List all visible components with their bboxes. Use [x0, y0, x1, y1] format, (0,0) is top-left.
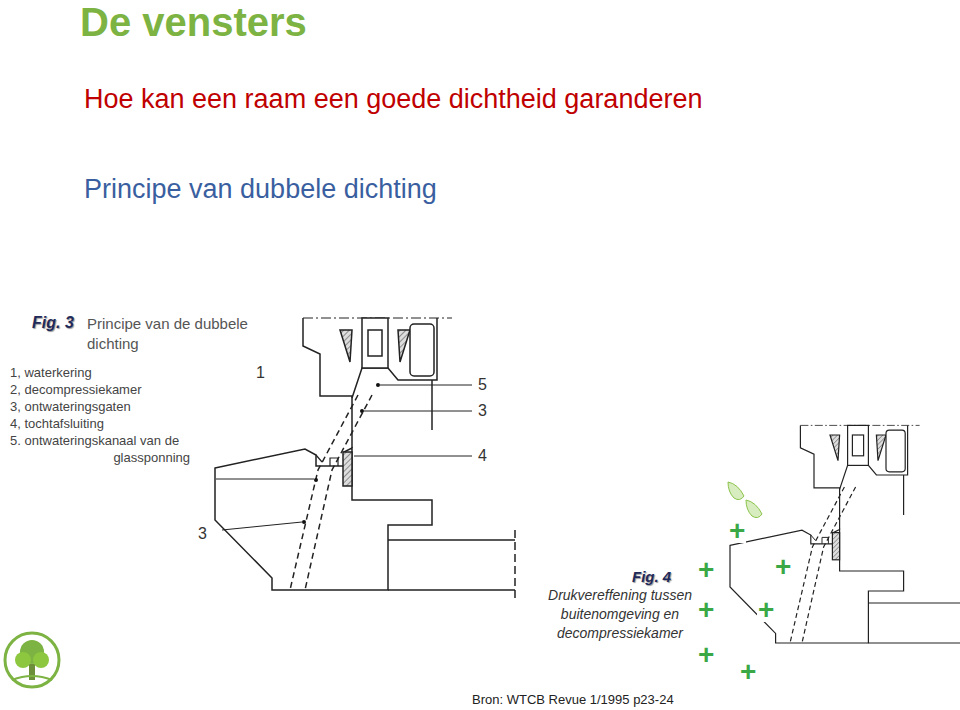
callout-number: 4	[478, 447, 487, 465]
pressure-sign: +	[697, 643, 715, 667]
slide-title: De vensters	[80, 0, 307, 44]
pressure-sign: +	[728, 519, 746, 543]
pressure-sign: +	[697, 558, 715, 582]
figure-caption: Drukvereffening tussen buitenomgeving en…	[548, 586, 692, 643]
legend-item: 2, decompressiekamer	[10, 381, 142, 398]
callout-number: 1	[256, 364, 265, 382]
legend-item: 1, waterkering	[10, 364, 92, 381]
pressure-sign: +	[774, 555, 792, 579]
pressure-sign: +	[739, 660, 757, 684]
figure-caption: Principe van de dubbele dichting	[87, 314, 272, 354]
legend-item: 3, ontwateringsgaten	[10, 398, 131, 415]
legend-item: 5. ontwateringskanaal van de glassponnin…	[10, 432, 190, 466]
subtitle: Hoe kan een raam een goede dichtheid gar…	[84, 82, 702, 116]
pressure-sign: +	[697, 598, 715, 622]
pressure-sign: +	[757, 598, 775, 622]
section-heading: Principe van dubbele dichting	[84, 172, 437, 206]
figure-number: Fig. 3	[32, 313, 74, 333]
callout-number: 5	[478, 376, 487, 394]
source-note: Bron: WTCB Revue 1/1995 p23-24	[472, 692, 674, 708]
legend-item: 4, tochtafsluiting	[10, 415, 104, 432]
callout-number: 3	[478, 402, 487, 420]
logo	[5, 633, 59, 687]
figure-number: Fig. 4	[632, 568, 671, 586]
callout-number: 3	[198, 525, 207, 543]
